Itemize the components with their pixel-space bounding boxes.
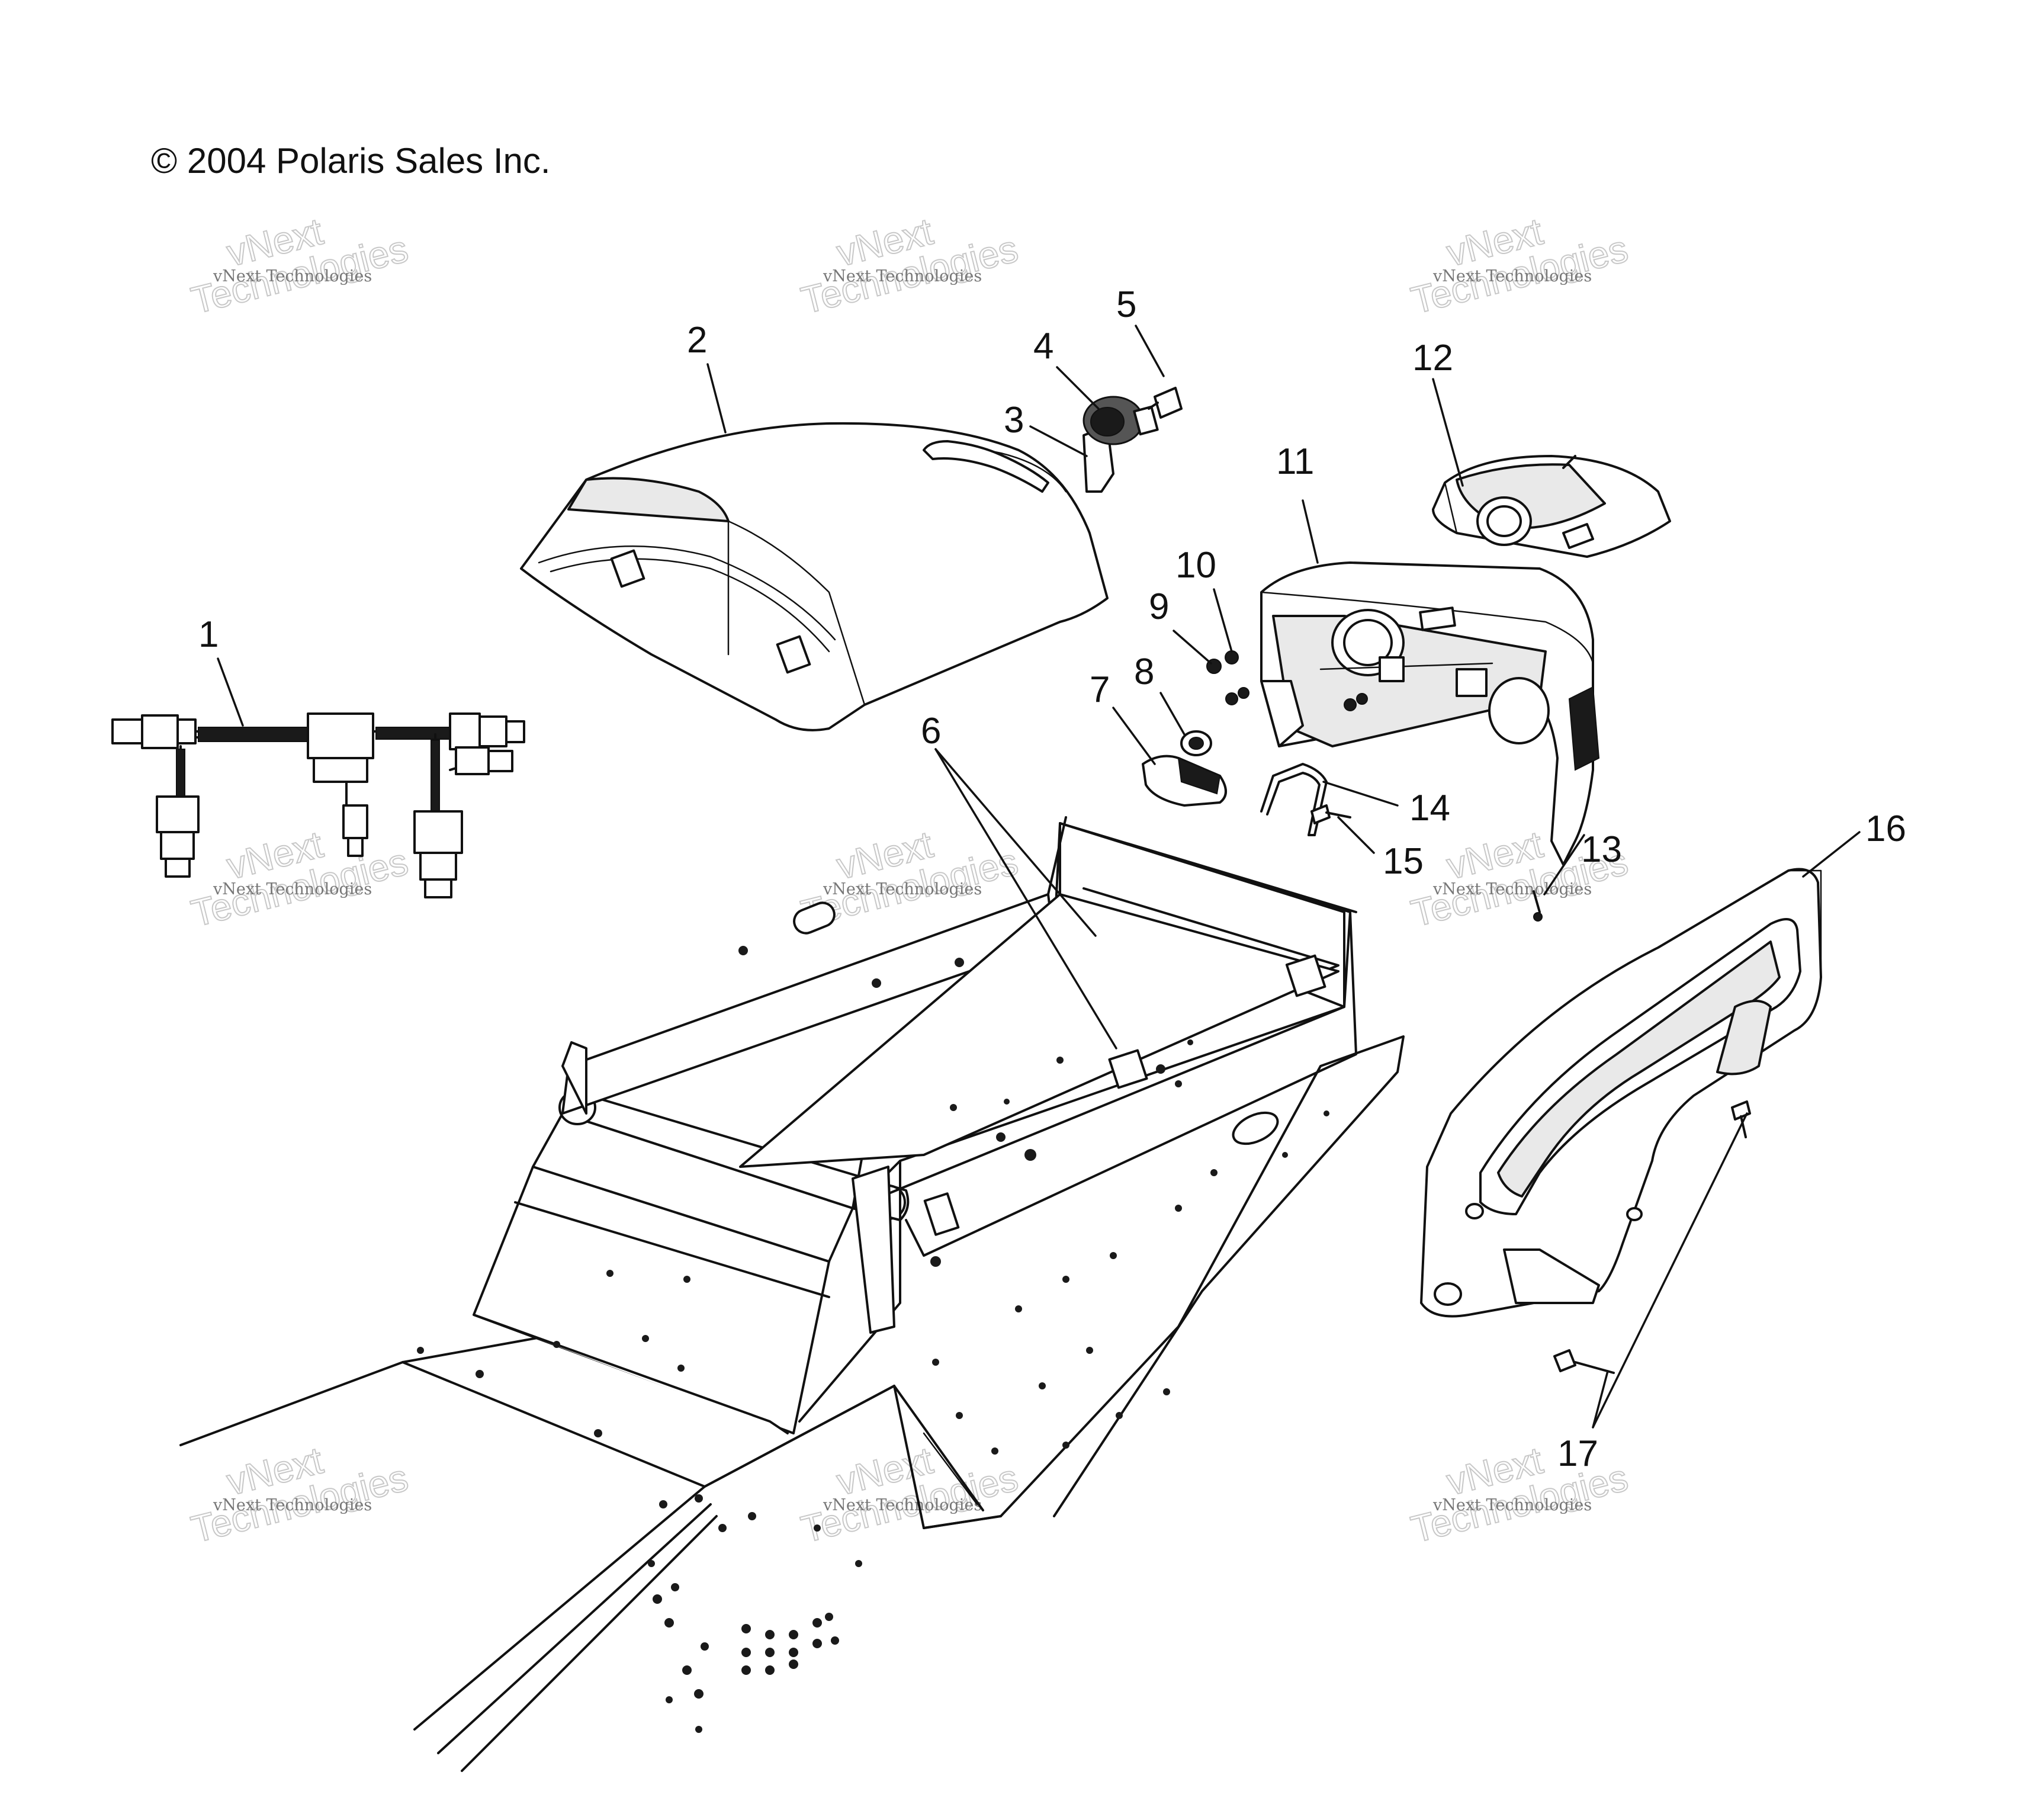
watermark-small: vNext Technologies	[213, 267, 372, 285]
callout-4: 4	[1033, 326, 1053, 367]
callout-13: 13	[1581, 829, 1622, 870]
leader-14	[1322, 781, 1399, 807]
leader-17a	[1592, 1112, 1748, 1429]
watermark-small: vNext Technologies	[1432, 880, 1592, 898]
callout-2: 2	[687, 320, 707, 361]
leader-12	[1432, 378, 1464, 487]
watermark-small: vNext Technologies	[1432, 267, 1592, 285]
bracket-14	[1260, 763, 1328, 836]
clip-13	[1533, 890, 1543, 922]
callout-11: 11	[1276, 441, 1314, 482]
callout-17: 17	[1557, 1433, 1598, 1474]
leader-1	[217, 657, 244, 727]
leader-13	[1543, 834, 1585, 895]
watermark-small: vNext Technologies	[213, 1496, 372, 1514]
leader-10	[1213, 588, 1233, 653]
callout-14: 14	[1409, 788, 1450, 829]
watermark-small: vNext Technologies	[213, 880, 372, 898]
leader-2	[706, 363, 727, 434]
callout-8: 8	[1134, 651, 1154, 692]
leader-lines	[217, 325, 1861, 1429]
callout-6: 6	[921, 711, 941, 752]
leader-15	[1337, 816, 1375, 854]
leader-11	[1302, 499, 1319, 564]
washer-10	[1225, 650, 1239, 665]
callout-7: 7	[1090, 669, 1110, 710]
leader-6b	[934, 748, 1117, 1049]
callout-numbers: 1 2 3 4 5 6 7 8 9 10 11 12 13 14 15 16 1…	[198, 284, 1906, 1474]
callout-1: 1	[198, 614, 219, 655]
watermark-3: vNext Technologies vNext Technologies	[1406, 209, 1633, 322]
leader-7	[1112, 707, 1156, 765]
watermark-4: vNext Technologies vNext Technologies	[187, 822, 413, 935]
leader-6a	[934, 748, 1097, 937]
fasteners	[1142, 650, 1239, 807]
watermark-small: vNext Technologies	[823, 267, 982, 285]
seat	[520, 422, 1109, 731]
watermark-1: vNext Technologies vNext Technologies	[187, 209, 413, 322]
chassis-tunnel	[179, 816, 1405, 1772]
leader-4	[1056, 366, 1100, 410]
screw-15	[1310, 804, 1351, 824]
callout-9: 9	[1149, 586, 1169, 627]
leader-3	[1029, 425, 1088, 457]
callout-16: 16	[1865, 808, 1906, 849]
watermark-small: vNext Technologies	[823, 1496, 982, 1514]
chassis-holes	[417, 946, 1329, 1733]
taillight-housing	[1225, 561, 1600, 866]
callout-10: 10	[1175, 545, 1216, 586]
leader-5	[1135, 325, 1165, 377]
copyright-text: © 2004 Polaris Sales Inc.	[151, 141, 551, 181]
watermark-2: vNext Technologies vNext Technologies	[796, 209, 1023, 322]
callout-5: 5	[1116, 284, 1136, 325]
watermark-small: vNext Technologies	[823, 880, 982, 898]
callout-15: 15	[1383, 841, 1424, 882]
callout-12: 12	[1412, 338, 1453, 378]
key	[1154, 387, 1183, 419]
leader-8	[1159, 692, 1186, 736]
wiring-harness	[111, 712, 525, 898]
leader-9	[1173, 630, 1212, 665]
watermark-small: vNext Technologies	[1432, 1496, 1592, 1514]
rivets-17	[1553, 1100, 1751, 1374]
taillight-lens	[1432, 455, 1671, 558]
leader-16	[1802, 831, 1861, 878]
side-panel	[1420, 868, 1822, 1318]
watermark-7: vNext Technologies vNext Technologies	[187, 1438, 413, 1551]
lock-assembly	[1082, 387, 1183, 493]
leader-17b	[1592, 1370, 1609, 1429]
callout-3: 3	[1004, 400, 1024, 441]
